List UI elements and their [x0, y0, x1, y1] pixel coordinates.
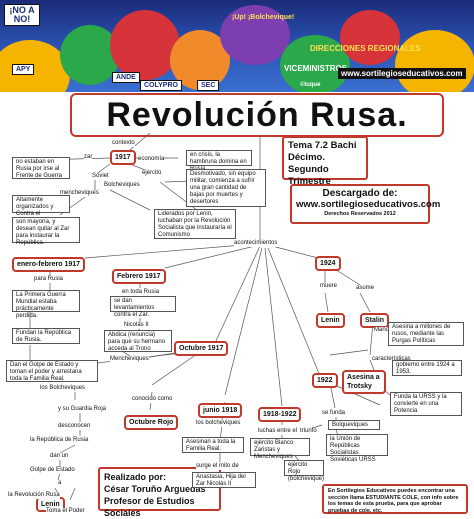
label-para-rusia: para Rusia	[34, 276, 64, 283]
label-dan-un: dan un	[50, 453, 69, 460]
label-rep-rusia: la República de Rusia	[30, 437, 89, 444]
tema-line1: Tema 7.2 Bachi	[288, 140, 357, 151]
box-desmotivado: Desmotivado, sin equipo militar, comienz…	[186, 169, 266, 207]
label-ejercito: ejército	[142, 170, 162, 177]
banner-shape	[280, 35, 350, 92]
box-fundan-rep: Fundan la República de Rusia.	[12, 328, 80, 344]
node-1917: 1917	[110, 150, 136, 165]
box-liderados: Liderados por Lenin, luchaban por la Rev…	[154, 209, 236, 239]
label-surge-mito: surge el mito de	[196, 463, 239, 470]
banner-signature: ©luque	[300, 82, 321, 88]
banner-shout: ¡Up! ¡Bolchevique!	[232, 14, 295, 21]
node-stalin: Stalin	[360, 313, 390, 328]
node-febrero-1917: Febrero 1917	[112, 269, 166, 284]
box-gobierno: gobierno entre 1924 a 1953.	[392, 360, 462, 376]
box-la-union: la Unión de Repúblicas Socialistas Sovié…	[326, 434, 388, 463]
label-bolcheviques: Bolcheviques	[104, 182, 140, 189]
box-asesinan: Asesinan a toda la Familia Real.	[182, 437, 244, 453]
box-abdica: Abdica (renuncia) para que su hermano ac…	[104, 330, 172, 352]
node-1922: 1922	[312, 373, 338, 388]
label-zar: zar	[84, 154, 93, 161]
box-son-mayoria: son mayoría, y desean quitar al Zar para…	[12, 217, 80, 246]
label-en-toda-rusia: en toda Rusia	[122, 289, 160, 296]
banner-sign-ande: ANDE	[112, 72, 140, 83]
node-octubre-1917: Octubre 1917	[174, 341, 229, 356]
label-los-bolcheviques2: los bolcheviques	[196, 420, 241, 427]
tema-box: Tema 7.2 Bachi Décimo. Segundo Trimestre	[282, 136, 368, 187]
descargado-box: Descargado de: www.sortilegioseducativos…	[290, 184, 441, 224]
label-muere: muere	[320, 283, 338, 290]
box-no-estaban: no estaban en Rusia por irse al Frente d…	[12, 157, 70, 179]
node-enero-febrero-1917: enero-febrero 1917	[12, 257, 86, 272]
descargado-label: Descargado de:	[322, 188, 398, 199]
banner-shape	[340, 10, 400, 65]
label-mencheviques: mencheviques	[60, 190, 99, 197]
box-levantamientos: se dan levantamientos contra el Zar.	[110, 296, 176, 318]
label-luchas: luchas entre el	[258, 428, 298, 435]
banner-sign-sec: SEC	[197, 80, 220, 91]
label-desconocen: desconocen	[58, 423, 91, 430]
banner-sign-no: ¡NO A NO!	[4, 4, 40, 26]
banner-shape	[110, 10, 180, 80]
node-1918-1922: 1918-1922	[258, 407, 302, 422]
box-asesina-millones: Asesina a millones de rusos, mediante la…	[388, 322, 464, 346]
label-triunfo: triunfo	[300, 428, 317, 435]
tema-line2: Décimo. Segundo	[288, 152, 329, 175]
box-golpe-dan: Dan el Golpe de Estado y toman el poder …	[6, 360, 98, 382]
label-golpe: Golpe de Estado	[30, 467, 75, 474]
label-soviet: Soviet	[92, 173, 109, 180]
box-primera-guerra: La Primera Guerra Mundial estaba práctic…	[12, 290, 80, 319]
banner-shape	[60, 25, 120, 85]
label-toma-poder: Toma el Poder	[46, 508, 85, 515]
tema-line3: Trimestre	[288, 176, 331, 187]
label-nicolas-ii: Nicolás II	[124, 322, 149, 329]
label-asume: asume	[356, 285, 375, 292]
node-asesina-trotsky: Asesina a Trotsky	[342, 370, 386, 394]
banner-shape	[395, 30, 474, 92]
node-1924: 1924	[315, 256, 341, 271]
banner-shape	[220, 5, 290, 65]
banner-viceministros: VICEMINISTROS	[284, 64, 348, 73]
banner-direcciones: DIRECCIONES REGIONALES	[310, 44, 421, 53]
label-caracteristicas: características	[372, 356, 411, 363]
label-economia: economía	[138, 156, 165, 163]
realizado-name: César Toruño Arguedas	[104, 484, 206, 494]
header-banner: ¡NO A NO! APY ANDE COLYPRO SEC ¡Up! ¡Bol…	[0, 0, 474, 92]
node-junio-1918: junio 1918	[198, 403, 243, 418]
box-ejercito-blanco: ejército Blanco Zaristas y Mencheviques	[250, 438, 310, 460]
box-ejercito-rojo: ejército Rojo (bolchevique)	[284, 460, 324, 482]
label-su-guardia: y su Guardia Roja	[58, 406, 107, 413]
box-funda-urss: Funda la URSS y la convierte en una Pote…	[390, 392, 462, 416]
box-altamente-organizados: Altamente organizados y Contra el gobier…	[12, 195, 70, 224]
realizado-label: Realizado por:	[104, 472, 167, 482]
banner-site[interactable]: www.sortilegioseducativos.com	[338, 68, 466, 79]
derechos-text: Derechos Reservados 2012	[324, 211, 396, 217]
promo-box: En Sortilegios Educativos puedes encontr…	[322, 484, 468, 514]
descargado-site[interactable]: www.sortilegioseducativos.com	[296, 199, 441, 210]
label-se-funda: se funda	[322, 410, 346, 417]
label-contexto: contexto	[112, 140, 135, 147]
page-title: Revolución Rusa.	[70, 93, 444, 137]
label-rev-rusia: la Revolución Rusa	[8, 492, 60, 499]
label-acontecimientos: acontecimientos	[234, 240, 278, 247]
box-bolqueviques: Bolqueviques	[328, 420, 380, 430]
box-crisis: en crisis, la hambruna domina en Rusia	[186, 150, 252, 172]
node-octubre-rojo: Octubre Rojo	[124, 415, 179, 430]
banner-sign-apy: APY	[12, 64, 35, 75]
banner-sign-colypro: COLYPRO	[140, 80, 182, 91]
box-anastasia: Anastasia, Hija del Zar Nicolás II	[192, 472, 256, 488]
label-a: a	[58, 480, 62, 487]
realizado-role: Profesor de Estudios Sociales	[104, 496, 195, 518]
label-conocido-como: conocido como	[132, 396, 173, 403]
node-lenin: Lenin	[316, 313, 345, 328]
label-los-bolcheviques: los Bolcheviques	[40, 385, 86, 392]
label-mencheviques2: Mencheviques	[110, 356, 149, 363]
